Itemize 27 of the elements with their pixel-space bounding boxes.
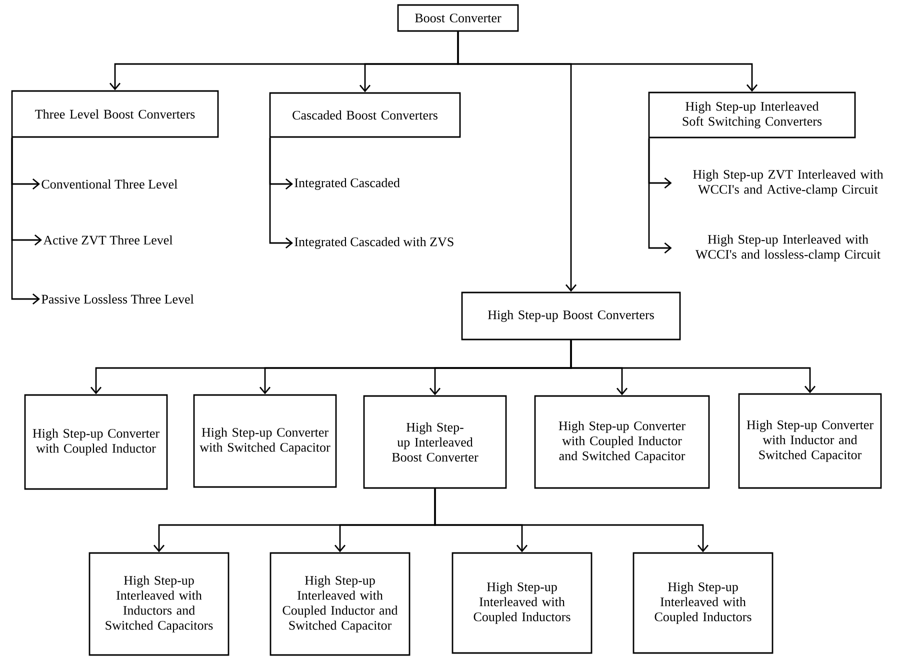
- branch-label: High Step-up ZVT Interleaved with WCCI's and Active-clamp Circuit: [693, 170, 884, 196]
- branch-label: Integrated Cascaded: [294, 178, 400, 190]
- branch-label: High Step-up Interleaved with WCCI's and lossless-clamp Circuit: [696, 234, 880, 262]
- category-box: Three Level Boost Converters: [11, 90, 219, 138]
- arrow: [269, 138, 293, 249]
- branch-label: Integrated Cascaded with ZVS: [294, 237, 454, 249]
- category-box: High Step-up Interleaved with Coupled Inductors: [452, 552, 592, 654]
- category-box: High Step-up Converter with Coupled Inductor and Switched Capacitor: [534, 395, 710, 489]
- category-box: High Step-up Converter with Coupled Inductor: [24, 394, 168, 490]
- arrow: [457, 32, 758, 92]
- category-box: Boost Converter: [397, 4, 519, 32]
- arrow: [648, 138, 672, 254]
- category-box: High Step-up Converter with Switched Capacitor: [193, 394, 337, 488]
- category-box: High Step-up Interleaved with Coupled Inductors: [632, 552, 774, 654]
- branch-label: Passive Lossless Three Level: [42, 294, 194, 304]
- arrow: [434, 488, 709, 552]
- arrow: [570, 340, 816, 394]
- category-box: High Step-up Interleaved Soft Switching Converters: [648, 92, 856, 138]
- branch-label: Active ZVT Three Level: [43, 235, 173, 245]
- category-box: High Step-up Boost Converters: [461, 292, 681, 340]
- category-box: High Step-up Converter with Inductor and Switched Capacitor: [738, 393, 882, 489]
- arrow: [11, 138, 40, 305]
- branch-label: Conventional Three Level: [42, 179, 178, 189]
- category-box: High Step-up Interleaved with Coupled Inductor and Switched Capacitor: [270, 552, 410, 656]
- category-box: High Step-up Interleaved with Inductors and Switched Capacitors: [88, 552, 230, 656]
- category-box: Cascaded Boost Converters: [269, 92, 461, 138]
- category-box: High Step-up Interleaved Boost Converter: [363, 395, 507, 489]
